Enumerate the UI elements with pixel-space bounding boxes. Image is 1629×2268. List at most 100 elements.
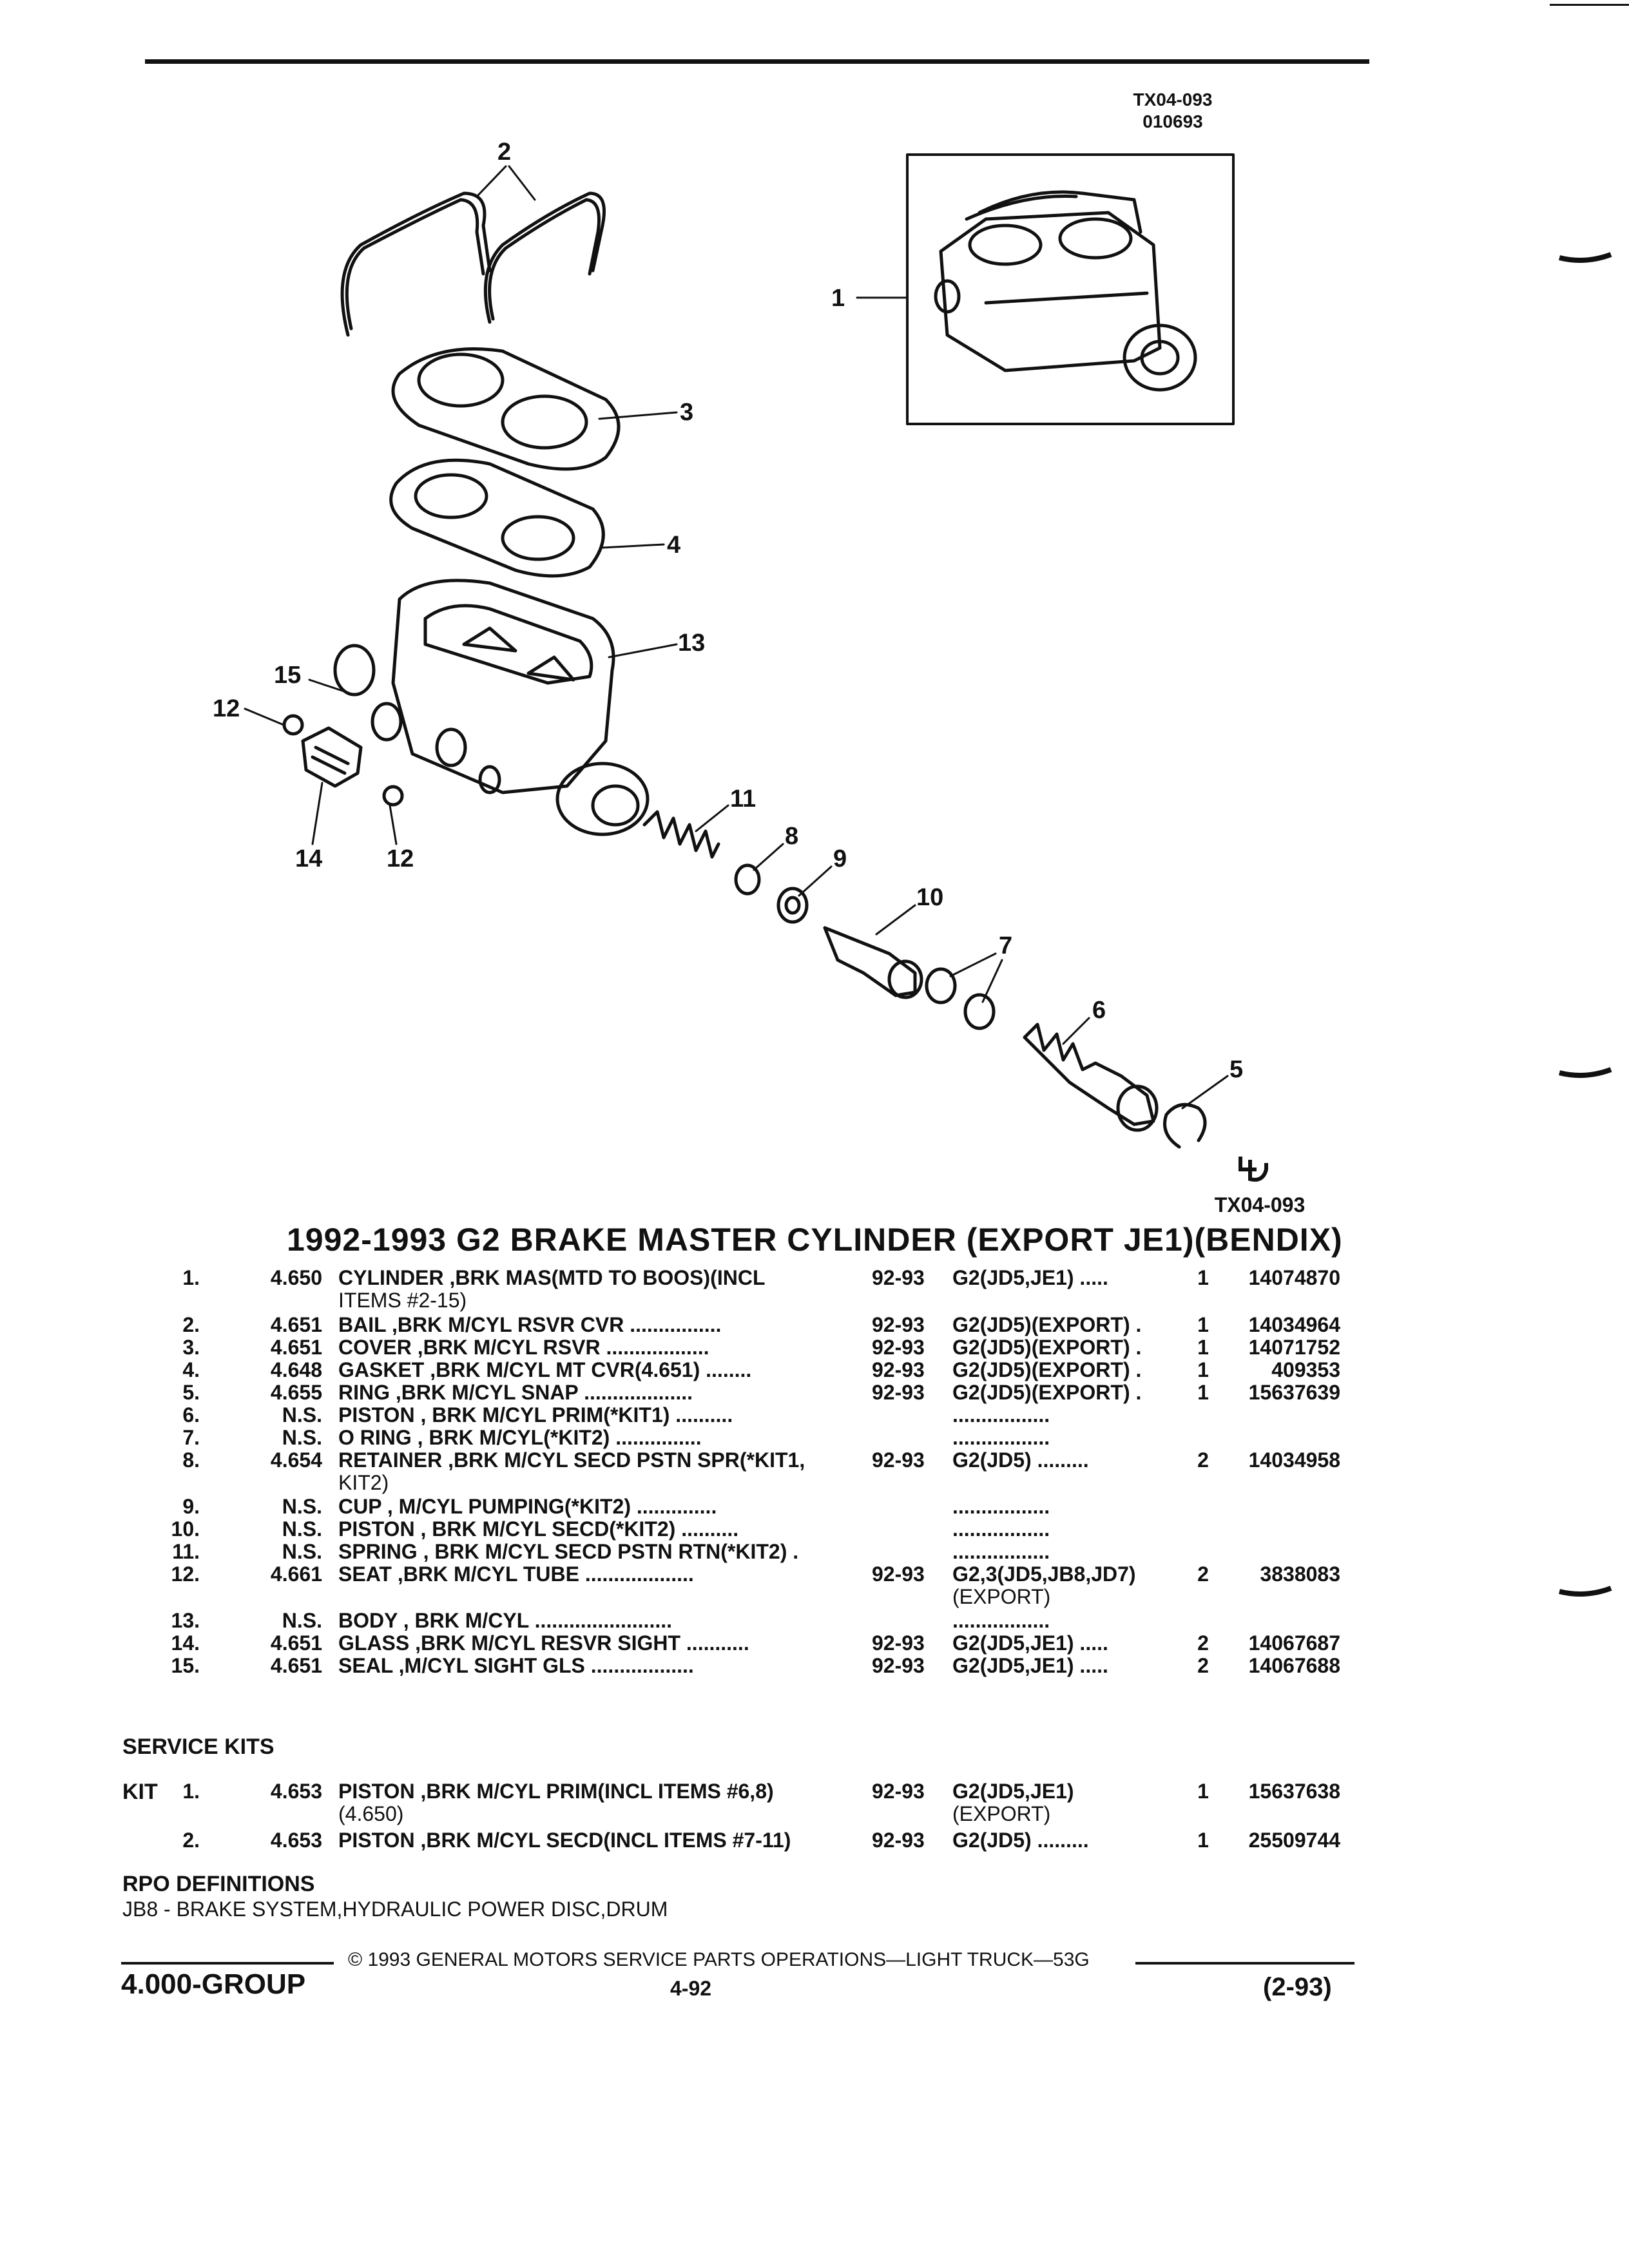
item-number: 4. [182,1358,200,1381]
part-number: 14071752 [1248,1336,1340,1359]
copyright: © 1993 GENERAL MOTORS SERVICE PARTS OPER… [348,1949,1090,1970]
table-row: 11. N.S. SPRING , BRK M/CYL SECD PSTN RTN(… [0,1540,1629,1563]
part-description: O RING , BRK M/CYL(*KIT2) ..............… [338,1426,702,1449]
tube-seat-icon [282,714,304,736]
description-continuation: (4.650) [338,1802,404,1825]
callout-9: 9 [833,845,847,872]
table-row: 14. 4.651 GLASS ,BRK M/CYL RESVR SIGHT ...… [0,1631,1629,1655]
item-number: 15. [171,1654,200,1677]
part-number: 409353 [1271,1358,1340,1381]
description-continuation: ITEMS #2-15) [338,1289,467,1312]
gasket-icon [389,458,605,578]
table-row: 13.N.S.BODY , BRK M/CYL ................… [0,1609,1629,1632]
group-number: 4.651 [270,1631,322,1655]
callout-3: 3 [680,399,693,426]
spring-icon [642,810,720,859]
model-years: 92-93 [872,1313,925,1336]
part-description: CYLINDER ,BRK MAS(MTD TO BOOS)(INCL [338,1266,766,1289]
model-years: 92-93 [872,1631,925,1655]
model-years: 92-93 [872,1358,925,1381]
o-ring-icon-2 [963,993,996,1030]
description-continuation: KIT2) [338,1471,389,1494]
quantity: 1 [1197,1266,1209,1289]
group-number: 4.653 [270,1780,322,1803]
usage: ................. [952,1609,1050,1632]
callout-4: 4 [667,532,680,559]
part-number: 14074870 [1248,1266,1340,1289]
callout-15: 15 [274,662,301,689]
group-number: 4.651 [270,1654,322,1677]
retainer-icon [734,863,761,896]
corner-mark [1550,4,1629,6]
usage: ................. [952,1426,1050,1449]
callout-14: 14 [295,845,322,872]
quantity: 2 [1197,1448,1209,1472]
part-description: GASKET ,BRK M/CYL MT CVR(4.651) ........ [338,1358,752,1381]
usage: ................. [952,1403,1050,1427]
usage: G2(JD5,JE1) ..... [952,1654,1108,1677]
quantity: 1 [1197,1829,1209,1852]
usage: G2(JD5)(EXPORT) . [952,1358,1142,1381]
quantity: 2 [1197,1562,1209,1586]
page-title: 1992-1993 G2 BRAKE MASTER CYLINDER (EXPO… [287,1222,1343,1258]
group-number: N.S. [282,1517,322,1541]
part-number: 15637639 [1248,1381,1340,1404]
item-number: 5. [182,1381,200,1404]
usage-continuation: (EXPORT) [952,1585,1051,1608]
part-description: GLASS ,BRK M/CYL RESVR SIGHT ........... [338,1631,749,1655]
part-description: RING ,BRK M/CYL SNAP ................... [338,1381,693,1404]
part-description: COVER ,BRK M/CYL RSVR .................. [338,1336,709,1359]
quantity: 1 [1197,1313,1209,1336]
callout-12b: 12 [387,845,414,872]
model-years: 92-93 [872,1562,925,1586]
model-years: 92-93 [872,1381,925,1404]
group-number: 4.648 [270,1358,322,1381]
item-number: 14. [171,1631,200,1655]
model-years: 92-93 [872,1829,925,1852]
group-number: N.S. [282,1540,322,1563]
table-row: 9.N.S.CUP , M/CYL PUMPING(*KIT2) .......… [0,1495,1629,1518]
model-years: 92-93 [872,1780,925,1803]
inset-frame [906,153,1235,425]
group-number: N.S. [282,1426,322,1449]
bail-icon [340,191,606,337]
part-description: RETAINER ,BRK M/CYL SECD PSTN SPR(*KIT1, [338,1448,805,1472]
part-description: BODY , BRK M/CYL .......................… [338,1609,672,1632]
reservoir-cover-icon [391,347,621,471]
usage: G2(JD5) ......... [952,1448,1089,1472]
service-kits-heading: SERVICE KITS [122,1735,275,1759]
group-number: N.S. [282,1495,322,1518]
margin-marks [1559,252,1612,1597]
part-description: CUP , M/CYL PUMPING(*KIT2) .............… [338,1495,717,1518]
quantity: 1 [1197,1780,1209,1803]
cylinder-body-icon [333,579,650,836]
item-number: 1. [182,1266,200,1289]
part-description: PISTON , BRK M/CYL PRIM(*KIT1) .........… [338,1403,733,1427]
table-row: 8. 4.654 RETAINER ,BRK M/CYL SECD PSTN SPR… [0,1448,1629,1472]
item-number: 11. [172,1540,200,1563]
model-years: 92-93 [872,1336,925,1359]
callout-12a: 12 [213,695,240,722]
item-number: 8. [182,1448,200,1472]
usage: G2,3(JD5,JB8,JD7) [952,1562,1136,1586]
item-number: 10. [171,1517,200,1541]
callout-11: 11 [730,785,756,812]
group-number: 4.651 [270,1336,322,1359]
kit-number: 2. [182,1829,200,1852]
usage: G2(JD5)(EXPORT) . [952,1381,1142,1404]
usage-continuation: (EXPORT) [952,1802,1051,1825]
part-description: SPRING , BRK M/CYL SECD PSTN RTN(*KIT2) … [338,1540,799,1563]
usage: ................. [952,1517,1050,1541]
usage: G2(JD5) ......... [952,1829,1089,1852]
part-number: 25509744 [1248,1829,1340,1852]
group-number: 4.654 [270,1448,322,1472]
part-number: 14067688 [1248,1654,1340,1677]
footer-date: (2-93) [1263,1973,1332,2001]
callout-8: 8 [785,823,798,850]
item-number: 2. [182,1313,200,1336]
primary-piston-icon [1023,1023,1159,1132]
assembled-cylinder-icon [934,190,1197,392]
